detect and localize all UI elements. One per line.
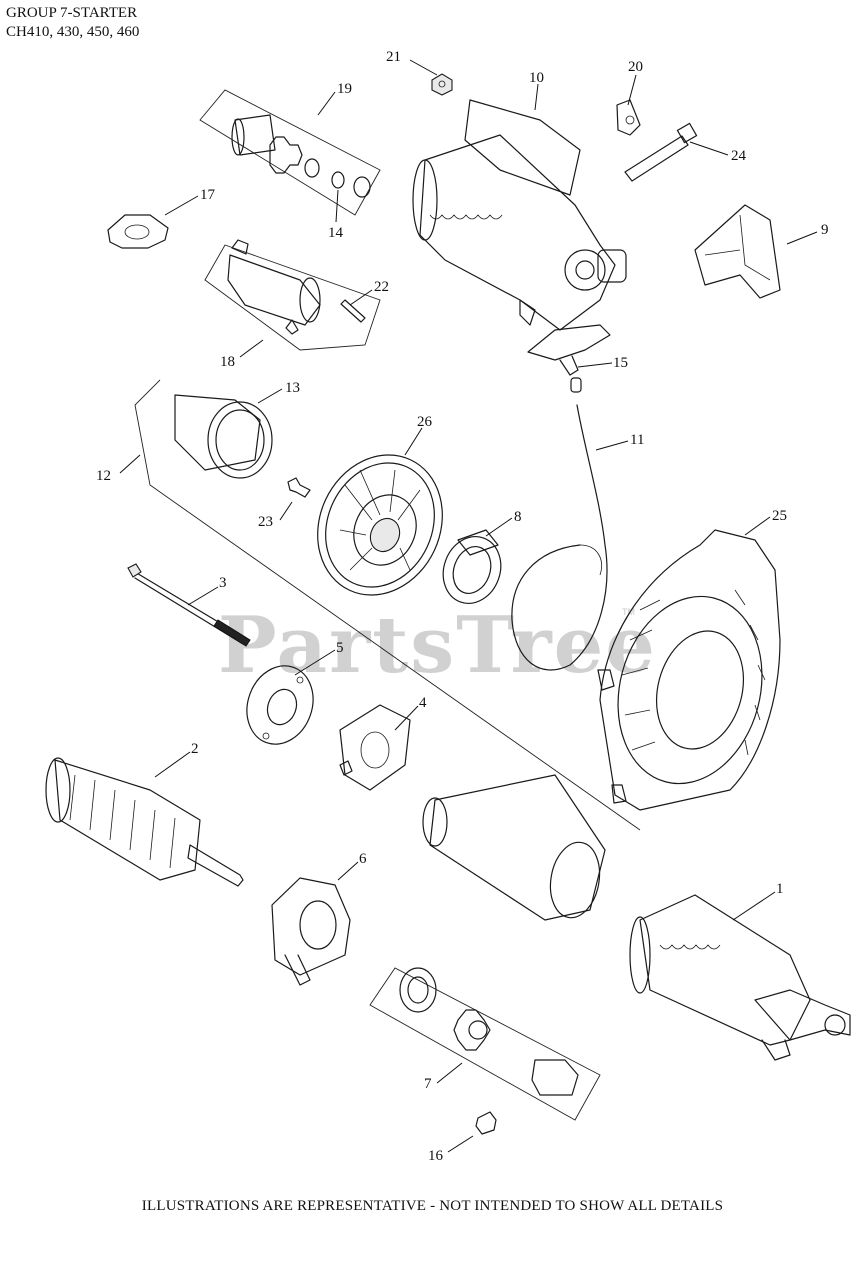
part-24-bolt[interactable]	[624, 122, 698, 182]
part-19-drive-gear[interactable]	[231, 114, 371, 198]
part-8-spring-housing[interactable]	[434, 528, 510, 611]
callout-18: 18	[220, 354, 235, 370]
callout-21: 21	[386, 49, 401, 65]
callout-15: 15	[613, 355, 628, 371]
part-frame-shell[interactable]	[422, 774, 606, 922]
part-15-handle[interactable]	[527, 324, 611, 393]
part-16-stop-nut[interactable]	[475, 1111, 497, 1135]
group-outline-12	[134, 379, 641, 831]
part-5-end-cap[interactable]	[236, 656, 324, 753]
callout-1: 1	[776, 881, 784, 897]
part-7-drive-kit[interactable]	[399, 967, 579, 1096]
part-23-screw[interactable]	[287, 477, 311, 498]
callout-16: 16	[428, 1148, 444, 1164]
group-outline-7	[369, 967, 601, 1121]
callout-4: 4	[419, 695, 427, 711]
diagram-title: GROUP 7-STARTER CH410, 430, 450, 460	[6, 4, 139, 42]
callout-12: 12	[96, 468, 111, 484]
part-26-pulley[interactable]	[295, 434, 465, 615]
callout-9: 9	[821, 222, 829, 238]
part-11-rope[interactable]	[511, 404, 608, 671]
part-1-starter-motor[interactable]	[629, 894, 851, 1061]
part-20-bracket[interactable]	[616, 99, 641, 136]
disclaimer-footer: ILLUSTRATIONS ARE REPRESENTATIVE - NOT I…	[141, 1198, 724, 1214]
part-25-rewind-starter[interactable]	[597, 529, 782, 811]
part-2-armature[interactable]	[45, 757, 244, 887]
callout-26: 26	[417, 414, 433, 430]
part-21-nut[interactable]	[431, 73, 453, 96]
callout-17: 17	[200, 187, 216, 203]
part-22-screw[interactable]	[340, 299, 366, 323]
callout-8: 8	[514, 509, 522, 525]
callout-11: 11	[630, 432, 644, 448]
callout-7: 7	[424, 1076, 432, 1092]
callout-20: 20	[628, 59, 643, 75]
part-18-solenoid[interactable]	[227, 239, 321, 335]
callout-5: 5	[336, 640, 344, 656]
callout-23: 23	[258, 514, 273, 530]
title-models: CH410, 430, 450, 460	[6, 24, 140, 40]
part-10-starter-assembly[interactable]	[412, 99, 627, 331]
callout-24: 24	[731, 148, 747, 164]
part-17-coupler[interactable]	[107, 214, 169, 249]
callout-22: 22	[374, 279, 389, 295]
callout-19: 19	[337, 81, 352, 97]
part-6-drive-end-cap[interactable]	[271, 877, 351, 986]
part-13-housing[interactable]	[174, 394, 273, 479]
callout-14: 14	[328, 225, 344, 241]
callout-6: 6	[359, 851, 367, 867]
callout-13: 13	[285, 380, 300, 396]
group-outline-19	[199, 89, 381, 216]
part-4-brush-holder[interactable]	[339, 704, 411, 791]
callout-10: 10	[529, 70, 544, 86]
leader-lines	[119, 59, 818, 1153]
title-group: GROUP 7-STARTER	[6, 5, 138, 21]
part-9-shield[interactable]	[694, 204, 781, 299]
callout-labels: 1 2 3 4 5 6 7 8 9 10 11 12 13 14 15 16 1…	[96, 49, 829, 1164]
group-outline-18	[204, 244, 381, 351]
watermark-tm: TM	[622, 607, 635, 617]
callout-3: 3	[219, 575, 227, 591]
callout-25: 25	[772, 508, 787, 524]
callout-2: 2	[191, 741, 199, 757]
part-3-through-bolt[interactable]	[127, 563, 251, 647]
watermark: PartsTree	[218, 600, 657, 691]
